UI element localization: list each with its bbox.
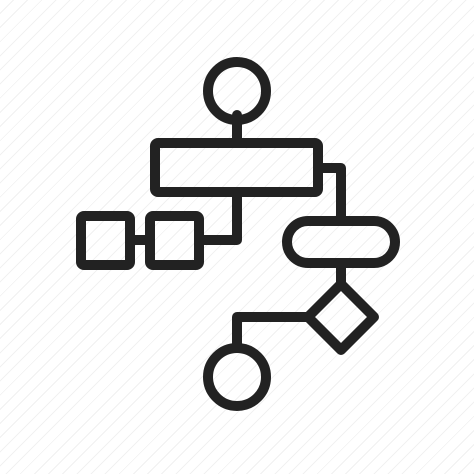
- end-circle-node: [203, 343, 271, 411]
- connector-process-to-terminator: [313, 163, 346, 226]
- connector-process-to-squares: [195, 187, 242, 245]
- decision-diamond-node: [303, 279, 379, 355]
- start-circle-node: [203, 57, 271, 125]
- terminator-pill-node: [282, 216, 400, 268]
- process-block-node: [150, 138, 323, 197]
- flowchart-strokes: [76, 57, 400, 411]
- square-node-right: [145, 211, 204, 270]
- square-node-left: [76, 211, 135, 270]
- connector-decision-to-bottom-circle: [232, 312, 313, 353]
